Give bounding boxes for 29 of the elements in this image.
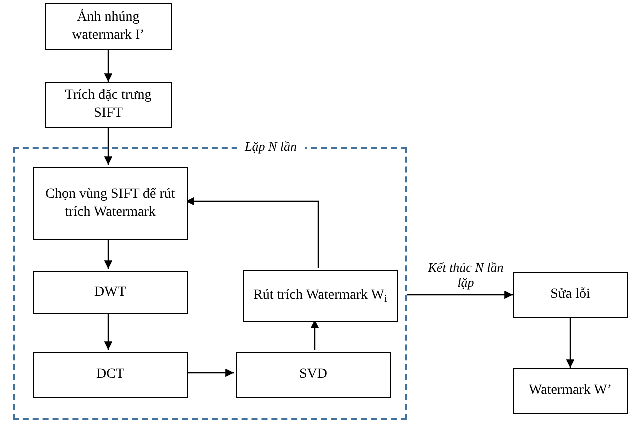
box-text: Ảnh nhúng watermark I’ (71, 8, 146, 44)
process-box (33, 167, 188, 240)
arrow (104, 238, 113, 269)
box-text: Trích đặc trưng SIFT (64, 87, 153, 123)
process-box (236, 352, 391, 398)
edge-label: Kết thúc N lần lặp (428, 260, 504, 290)
loop-title: Lặp N lần (237, 139, 306, 155)
process-box (45, 82, 172, 128)
box-text: Sửa lỗi (550, 286, 590, 304)
process-box (33, 271, 188, 314)
box-text: DWT (94, 284, 126, 302)
process-box (243, 270, 398, 322)
process-box (513, 272, 628, 318)
box-text: Rút trích Watermark W$_{i}$ (254, 287, 388, 305)
arrow (186, 197, 320, 268)
box-text: Watermark W’ (529, 382, 612, 400)
process-box (513, 368, 628, 414)
box-text: Chọn vùng SIFT để rút trích Watermark (44, 186, 176, 222)
arrow (186, 368, 234, 378)
box-text: SVD (299, 366, 328, 384)
arrow (310, 320, 320, 350)
arrow (407, 290, 513, 300)
process-box (33, 352, 188, 398)
process-box (45, 3, 172, 50)
arrow (104, 128, 113, 165)
arrow (104, 50, 113, 82)
arrow (566, 318, 575, 368)
arrow (104, 312, 113, 350)
box-text: DCT (96, 366, 124, 384)
